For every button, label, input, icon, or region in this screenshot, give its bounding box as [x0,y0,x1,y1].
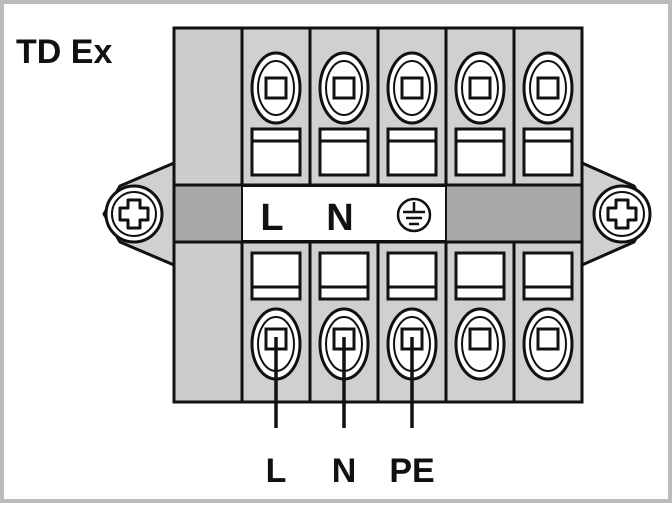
bottom-wire-entry [386,251,438,301]
top-wire-entry [318,127,370,177]
bottom-wire-entry [250,251,302,301]
strip-label-n: N [326,197,353,239]
top-wire-entry [522,127,574,177]
bottom-wire-entry [454,251,506,301]
bottom-clamp-screw [250,307,302,381]
left-mounting-screw [104,184,164,244]
bottom-clamp-screw [454,307,506,381]
wires: L N PE [266,337,435,490]
top-wire-entry [250,127,302,177]
top-clamp-screw [250,51,302,125]
right-mounting-screw [592,184,652,244]
top-clamp-screw [522,51,574,125]
top-wire-entry [386,127,438,177]
wire-label-pe: PE [389,452,434,490]
top-wire-entry [454,127,506,177]
terminal-cells [240,26,584,404]
top-clamp-screw [454,51,506,125]
top-clamp-screw [386,51,438,125]
diagram-title: TD Ex [16,33,112,71]
terminal-4 [444,26,516,404]
earth-ground-icon [396,197,432,233]
plus-screw-icon [606,198,638,230]
plus-screw-icon [118,198,150,230]
bottom-wire-entry [522,251,574,301]
bottom-wire-entry [318,251,370,301]
top-clamp-screw [318,51,370,125]
bottom-clamp-screw [522,307,574,381]
wire-label-l: L [266,452,287,490]
wire-label-n: N [332,452,357,490]
strip-label-l: L [260,197,283,239]
